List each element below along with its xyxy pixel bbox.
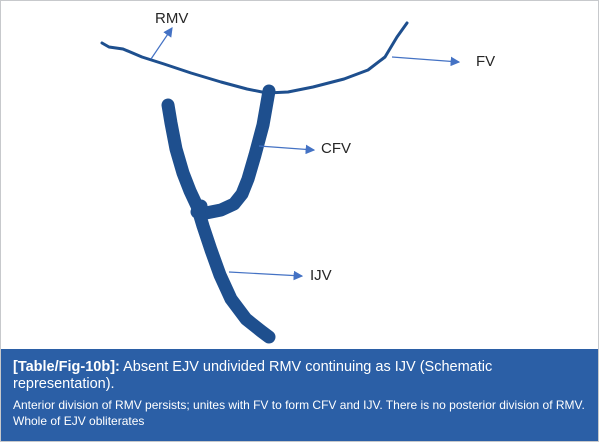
rmv-fv-vein	[100, 21, 409, 95]
schematic-diagram: RMV FV CFV IJV	[1, 1, 598, 349]
ijv-vein	[161, 98, 276, 344]
ijv-label: IJV	[310, 267, 332, 284]
fv-label: FV	[476, 53, 495, 70]
cfv-vein	[190, 84, 276, 220]
cfv-label: CFV	[321, 140, 351, 157]
rmv-label: RMV	[155, 10, 188, 27]
schematic-svg: RMV FV CFV IJV	[100, 10, 495, 344]
ijv-arrow	[228, 270, 304, 281]
caption-heading: [Table/Fig-10b]: Absent EJV undivided RM…	[13, 359, 586, 393]
caption-title: Absent EJV undivided RMV continuing as I…	[13, 359, 493, 392]
cfv-arrow	[258, 144, 316, 155]
figure-caption: [Table/Fig-10b]: Absent EJV undivided RM…	[1, 349, 598, 441]
caption-tag: [Table/Fig-10b]:	[13, 359, 120, 375]
caption-note: Anterior division of RMV persists; unite…	[13, 398, 585, 428]
fv-arrow	[391, 56, 461, 67]
rmv-arrow	[150, 27, 173, 60]
